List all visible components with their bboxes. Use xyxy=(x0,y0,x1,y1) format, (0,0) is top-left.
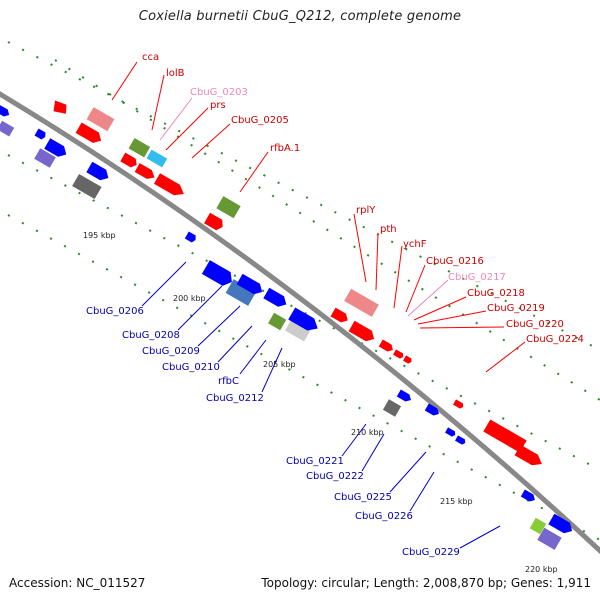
label-rplY: rplY xyxy=(356,205,376,216)
label-pth: pth xyxy=(380,224,397,235)
gene-cbug0208 xyxy=(225,279,257,306)
label-cbug0229: CbuG_0229 xyxy=(402,547,460,558)
genome-title: Coxiella burnetii CbuG_Q212, complete ge… xyxy=(138,9,462,24)
label-cbug0218: CbuG_0218 xyxy=(467,288,525,299)
scale-label-200: 200 kbp xyxy=(173,294,206,303)
scale-label-215: 215 kbp xyxy=(440,497,473,506)
gene-ychF xyxy=(378,339,393,352)
gene-slate-550 xyxy=(537,527,562,550)
gene-red-458 xyxy=(453,399,464,409)
gene-pth xyxy=(348,320,375,342)
gene-blue-55 xyxy=(44,138,67,157)
gene-cca xyxy=(86,107,115,132)
gene-blue-98 xyxy=(86,161,109,181)
leader-lines xyxy=(111,61,526,549)
gene-features xyxy=(0,100,573,550)
label-cbug0216: CbuG_0216 xyxy=(426,256,484,267)
gene-blue-460 xyxy=(455,435,466,445)
gene-cbug0216 xyxy=(393,349,404,359)
label-cca: cca xyxy=(142,52,159,63)
genome-backbone xyxy=(0,91,600,555)
gene-prs xyxy=(128,137,151,158)
gene-cbug0221 xyxy=(396,389,411,402)
label-ychF: ychF xyxy=(403,239,427,250)
gene-cbug0210 xyxy=(263,287,287,307)
gene-cbug0205 xyxy=(154,173,184,196)
label-cbug0209: CbuG_0209 xyxy=(142,346,200,357)
gene-blue-4 xyxy=(0,104,10,117)
gene-gray-86 xyxy=(72,173,102,200)
gene-blue-528 xyxy=(520,489,535,502)
gene-small-red-1 xyxy=(53,100,67,114)
label-cbug0212: CbuG_0212 xyxy=(206,393,264,404)
label-rfbA1: rfbA.1 xyxy=(270,143,300,154)
gene-red-214 xyxy=(204,212,223,231)
gene-labels: cca lolB CbuG_0203 prs CbuG_0205 rfbA.1 … xyxy=(86,52,584,558)
scale-label-220: 220 kbp xyxy=(525,565,558,574)
gene-red-340 xyxy=(330,307,348,323)
gene-slate-45 xyxy=(34,148,56,168)
gene-green-538 xyxy=(529,517,547,535)
scale-label-205: 205 kbp xyxy=(263,360,296,369)
gene-blue-303 xyxy=(288,307,318,331)
gene-cbug0229 xyxy=(548,513,573,534)
label-cbug0210: CbuG_0210 xyxy=(162,362,220,373)
gene-lolB xyxy=(75,122,102,143)
gene-cbug0218 xyxy=(403,355,412,364)
gene-cbug0226 xyxy=(445,427,456,437)
gene-rfbA1 xyxy=(216,196,241,219)
gene-cbug0209 xyxy=(236,273,263,295)
label-cbug0219: CbuG_0219 xyxy=(487,303,545,314)
accession-text: Accession: NC_011527 xyxy=(9,576,146,590)
gene-red-128 xyxy=(120,152,137,168)
scale-labels: 195 kbp 200 kbp 205 kbp 210 kbp 215 kbp … xyxy=(83,231,558,574)
label-prs: prs xyxy=(210,100,226,111)
gene-cbug0222 xyxy=(382,399,402,417)
topology-info-text: Topology: circular; Length: 2,008,870 bp… xyxy=(261,576,591,590)
gene-blue-40 xyxy=(34,128,46,140)
label-cbug0225: CbuG_0225 xyxy=(334,492,392,503)
label-rfbC: rfbC xyxy=(218,376,239,387)
gene-slate-6 xyxy=(0,120,15,137)
label-cbug0226: CbuG_0226 xyxy=(355,511,413,522)
label-cbug0206: CbuG_0206 xyxy=(86,306,144,317)
gene-cbug0206 xyxy=(201,260,232,286)
label-cbug0222: CbuG_0222 xyxy=(306,471,364,482)
label-cbug0205: CbuG_0205 xyxy=(231,115,289,126)
gene-cbug0224-a xyxy=(483,419,527,453)
gene-cbug0212 xyxy=(284,318,312,342)
gene-cbug0203 xyxy=(146,149,168,168)
label-lolB: lolB xyxy=(166,68,185,79)
label-cbug0221: CbuG_0221 xyxy=(286,456,344,467)
label-cbug0203: CbuG_0203 xyxy=(190,87,248,98)
guide-tracks xyxy=(7,41,600,541)
gene-blue-192 xyxy=(184,231,196,243)
label-cbug0224: CbuG_0224 xyxy=(526,334,584,345)
gene-rplY xyxy=(344,288,379,317)
label-cbug0208: CbuG_0208 xyxy=(122,330,180,341)
gene-cbug0224-b xyxy=(514,444,542,466)
scale-label-195: 195 kbp xyxy=(83,231,116,240)
scale-label-210: 210 kbp xyxy=(351,428,384,437)
label-cbug0220: CbuG_0220 xyxy=(506,319,564,330)
gene-red-145 xyxy=(134,163,155,179)
label-cbug0217: CbuG_0217 xyxy=(448,272,506,283)
gene-rfbC xyxy=(268,312,287,331)
gene-cbug0225 xyxy=(424,403,439,416)
